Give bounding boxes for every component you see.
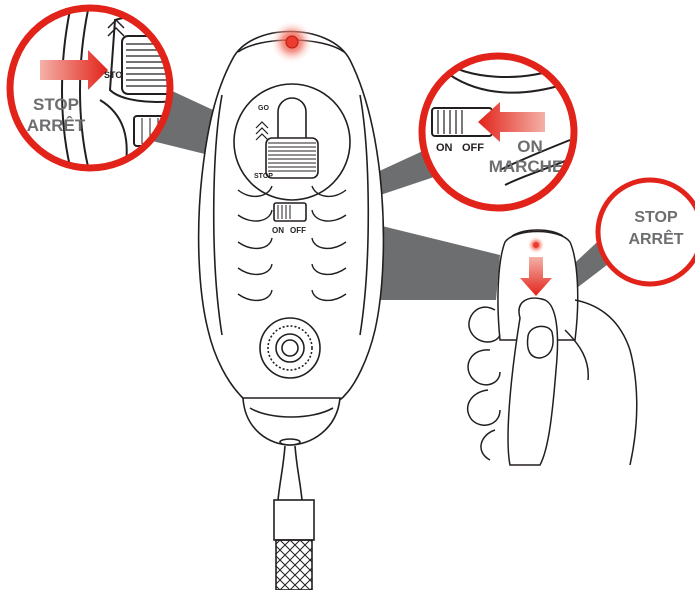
callout-r-line1: STOP [634, 209, 678, 226]
palm [564, 299, 638, 466]
cable-braid [275, 539, 313, 590]
callout-r-line2: ARRÊT [628, 229, 683, 248]
press-down-arrow [520, 257, 552, 296]
callout-tl-fragment: STO [104, 70, 122, 80]
cable-sleeve [273, 499, 315, 541]
callout-top-right: ON OFF ON MARCHE [418, 52, 578, 212]
stop-slider-knob[interactable] [265, 137, 319, 179]
callout-tr-switch-off: OFF [462, 142, 484, 154]
go-label: GO [258, 105, 269, 112]
callout-tl-line2: ARRÊT [27, 116, 86, 135]
thumb [507, 297, 559, 466]
fingers [467, 306, 501, 461]
push-left-arrow [478, 102, 545, 142]
knurled-dial[interactable] [259, 317, 321, 379]
grille-left [237, 185, 273, 301]
callout-right: STOP ARRÊT [595, 177, 695, 287]
push-right-arrow [40, 50, 108, 90]
chevron-up-icon [255, 121, 269, 141]
grille-right [311, 185, 347, 301]
callout-tr-line1: ON [517, 137, 543, 156]
status-led [270, 20, 314, 64]
switch-off-label: OFF [290, 226, 306, 235]
device-bottom-cap [242, 397, 341, 446]
callout-tl-line1: STOP [33, 95, 79, 114]
stop-small-label: STOP [254, 173, 273, 180]
callout-top-left: STO STOP ARRÊT [6, 4, 174, 172]
callout-tr-switch-on: ON [436, 142, 453, 154]
connector-right [378, 225, 500, 300]
callout-tr-line2: MARCHE [489, 157, 564, 176]
pendant-device [197, 30, 385, 590]
switch-on-label: ON [272, 226, 284, 235]
